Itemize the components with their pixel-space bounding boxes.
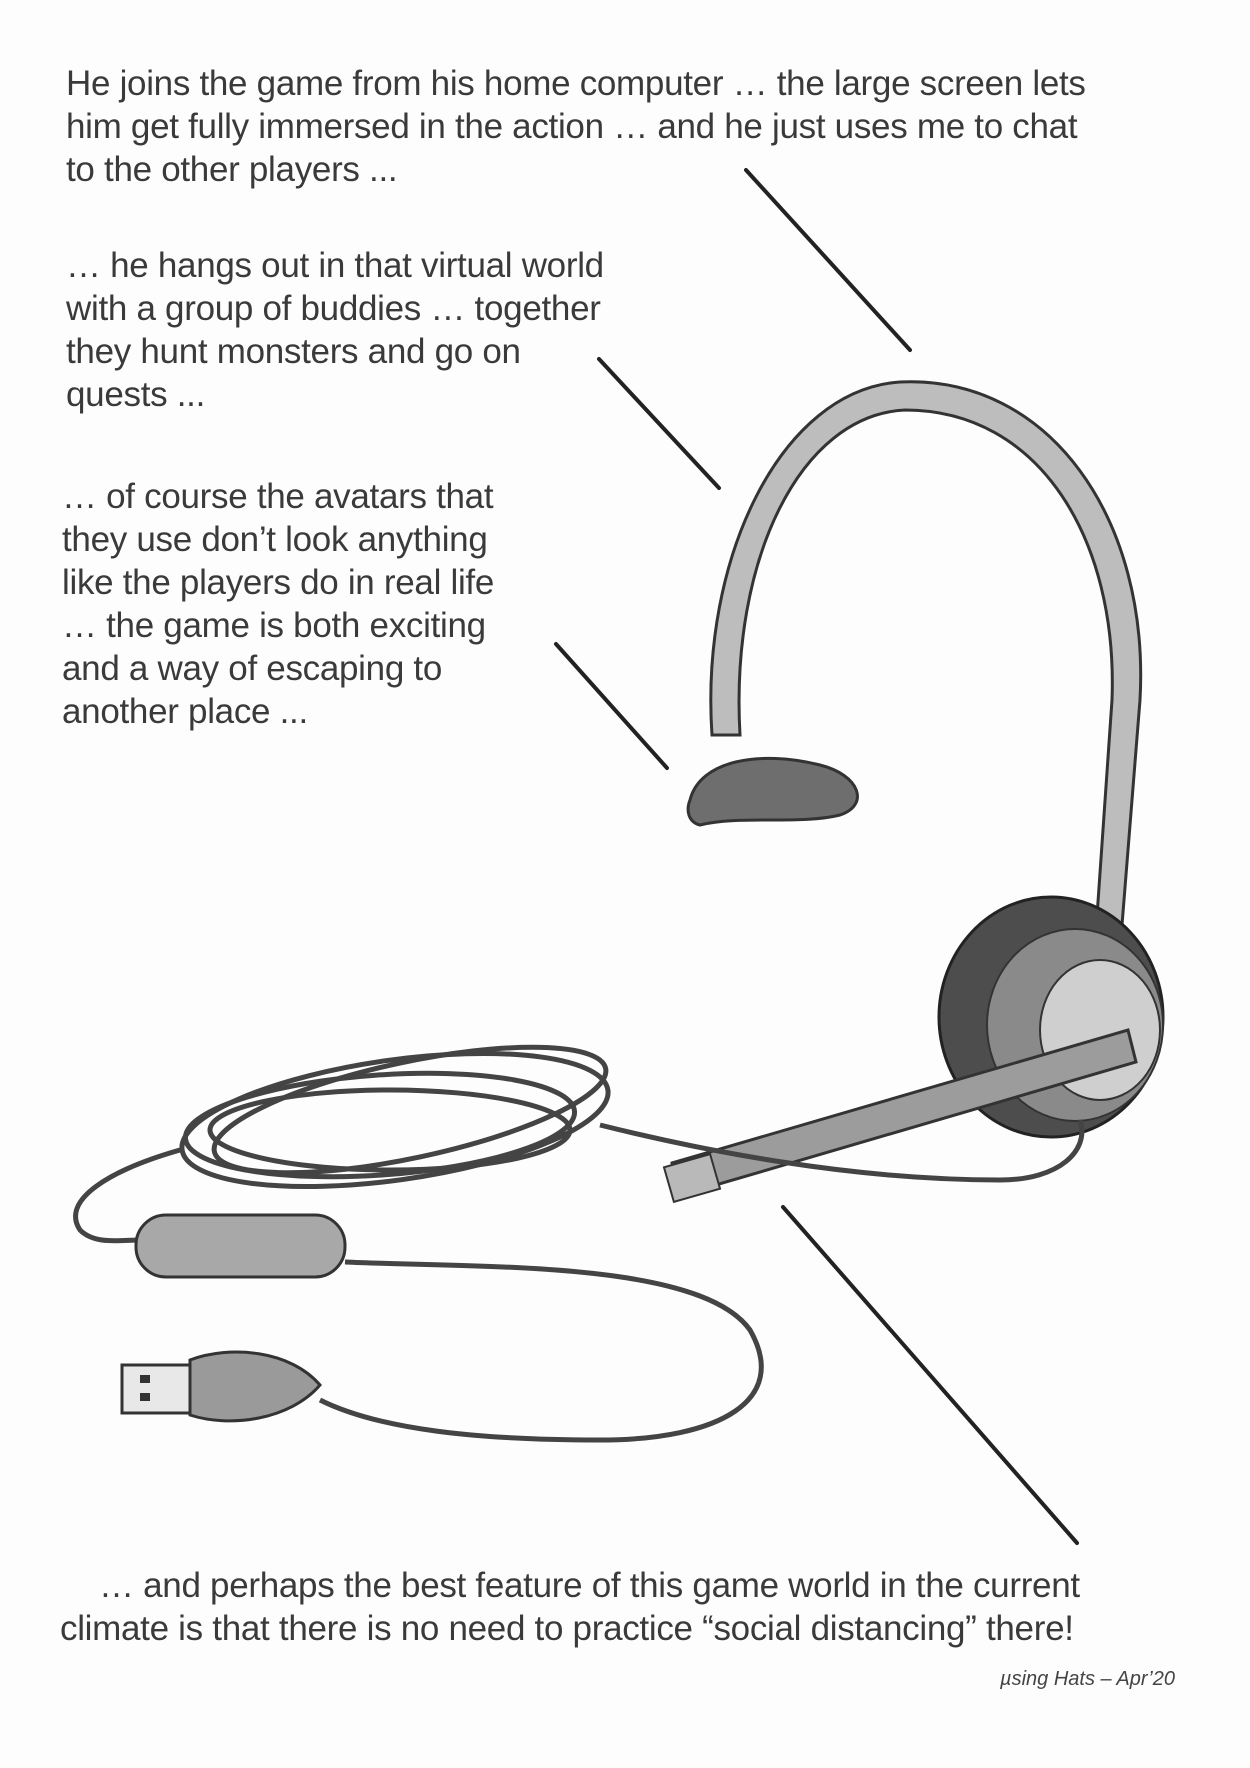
paragraph-conclusion: … and perhaps the best feature of this g… (60, 1564, 1080, 1650)
footer-signature: µsing Hats – Apr’20 (1000, 1668, 1175, 1690)
text-line: … of course the avatars that (62, 477, 494, 516)
text-line: him get fully immersed in the action … a… (66, 107, 1078, 146)
text-line: another place ... (62, 692, 308, 731)
text-line: to the other players ... (66, 150, 398, 189)
inline-control (134, 1213, 347, 1279)
pointer-line-4 (781, 1205, 1079, 1545)
pointer-line-3 (554, 642, 669, 770)
headband (709, 380, 1143, 952)
text-line: He joins the game from his home computer… (66, 64, 1086, 103)
text-line: … he hangs out in that virtual world (66, 246, 604, 285)
paragraph-avatars: … of course the avatars that they use do… (62, 475, 494, 733)
text-line: they use don’t look anything (62, 520, 488, 559)
cable-coil (179, 1050, 611, 1190)
text-line: … and perhaps the best feature of this g… (99, 1566, 1080, 1605)
text-line: like the players do in real life (62, 563, 495, 602)
text-line: with a group of buddies … together (66, 289, 601, 328)
forehead-pad (686, 756, 859, 827)
text-line: quests ... (66, 375, 206, 414)
pointer-line-1 (744, 168, 912, 352)
text-line: … the game is both exciting (62, 606, 486, 645)
text-line: they hunt monsters and go on (66, 332, 521, 371)
paragraph-intro: He joins the game from his home computer… (66, 62, 1086, 191)
paragraph-buddies: … he hangs out in that virtual world wit… (66, 244, 604, 416)
usb-plug (120, 1363, 194, 1415)
text-line: and a way of escaping to (62, 649, 443, 688)
pointer-line-2 (597, 357, 721, 490)
text-line: climate is that there is no need to prac… (60, 1609, 1074, 1648)
